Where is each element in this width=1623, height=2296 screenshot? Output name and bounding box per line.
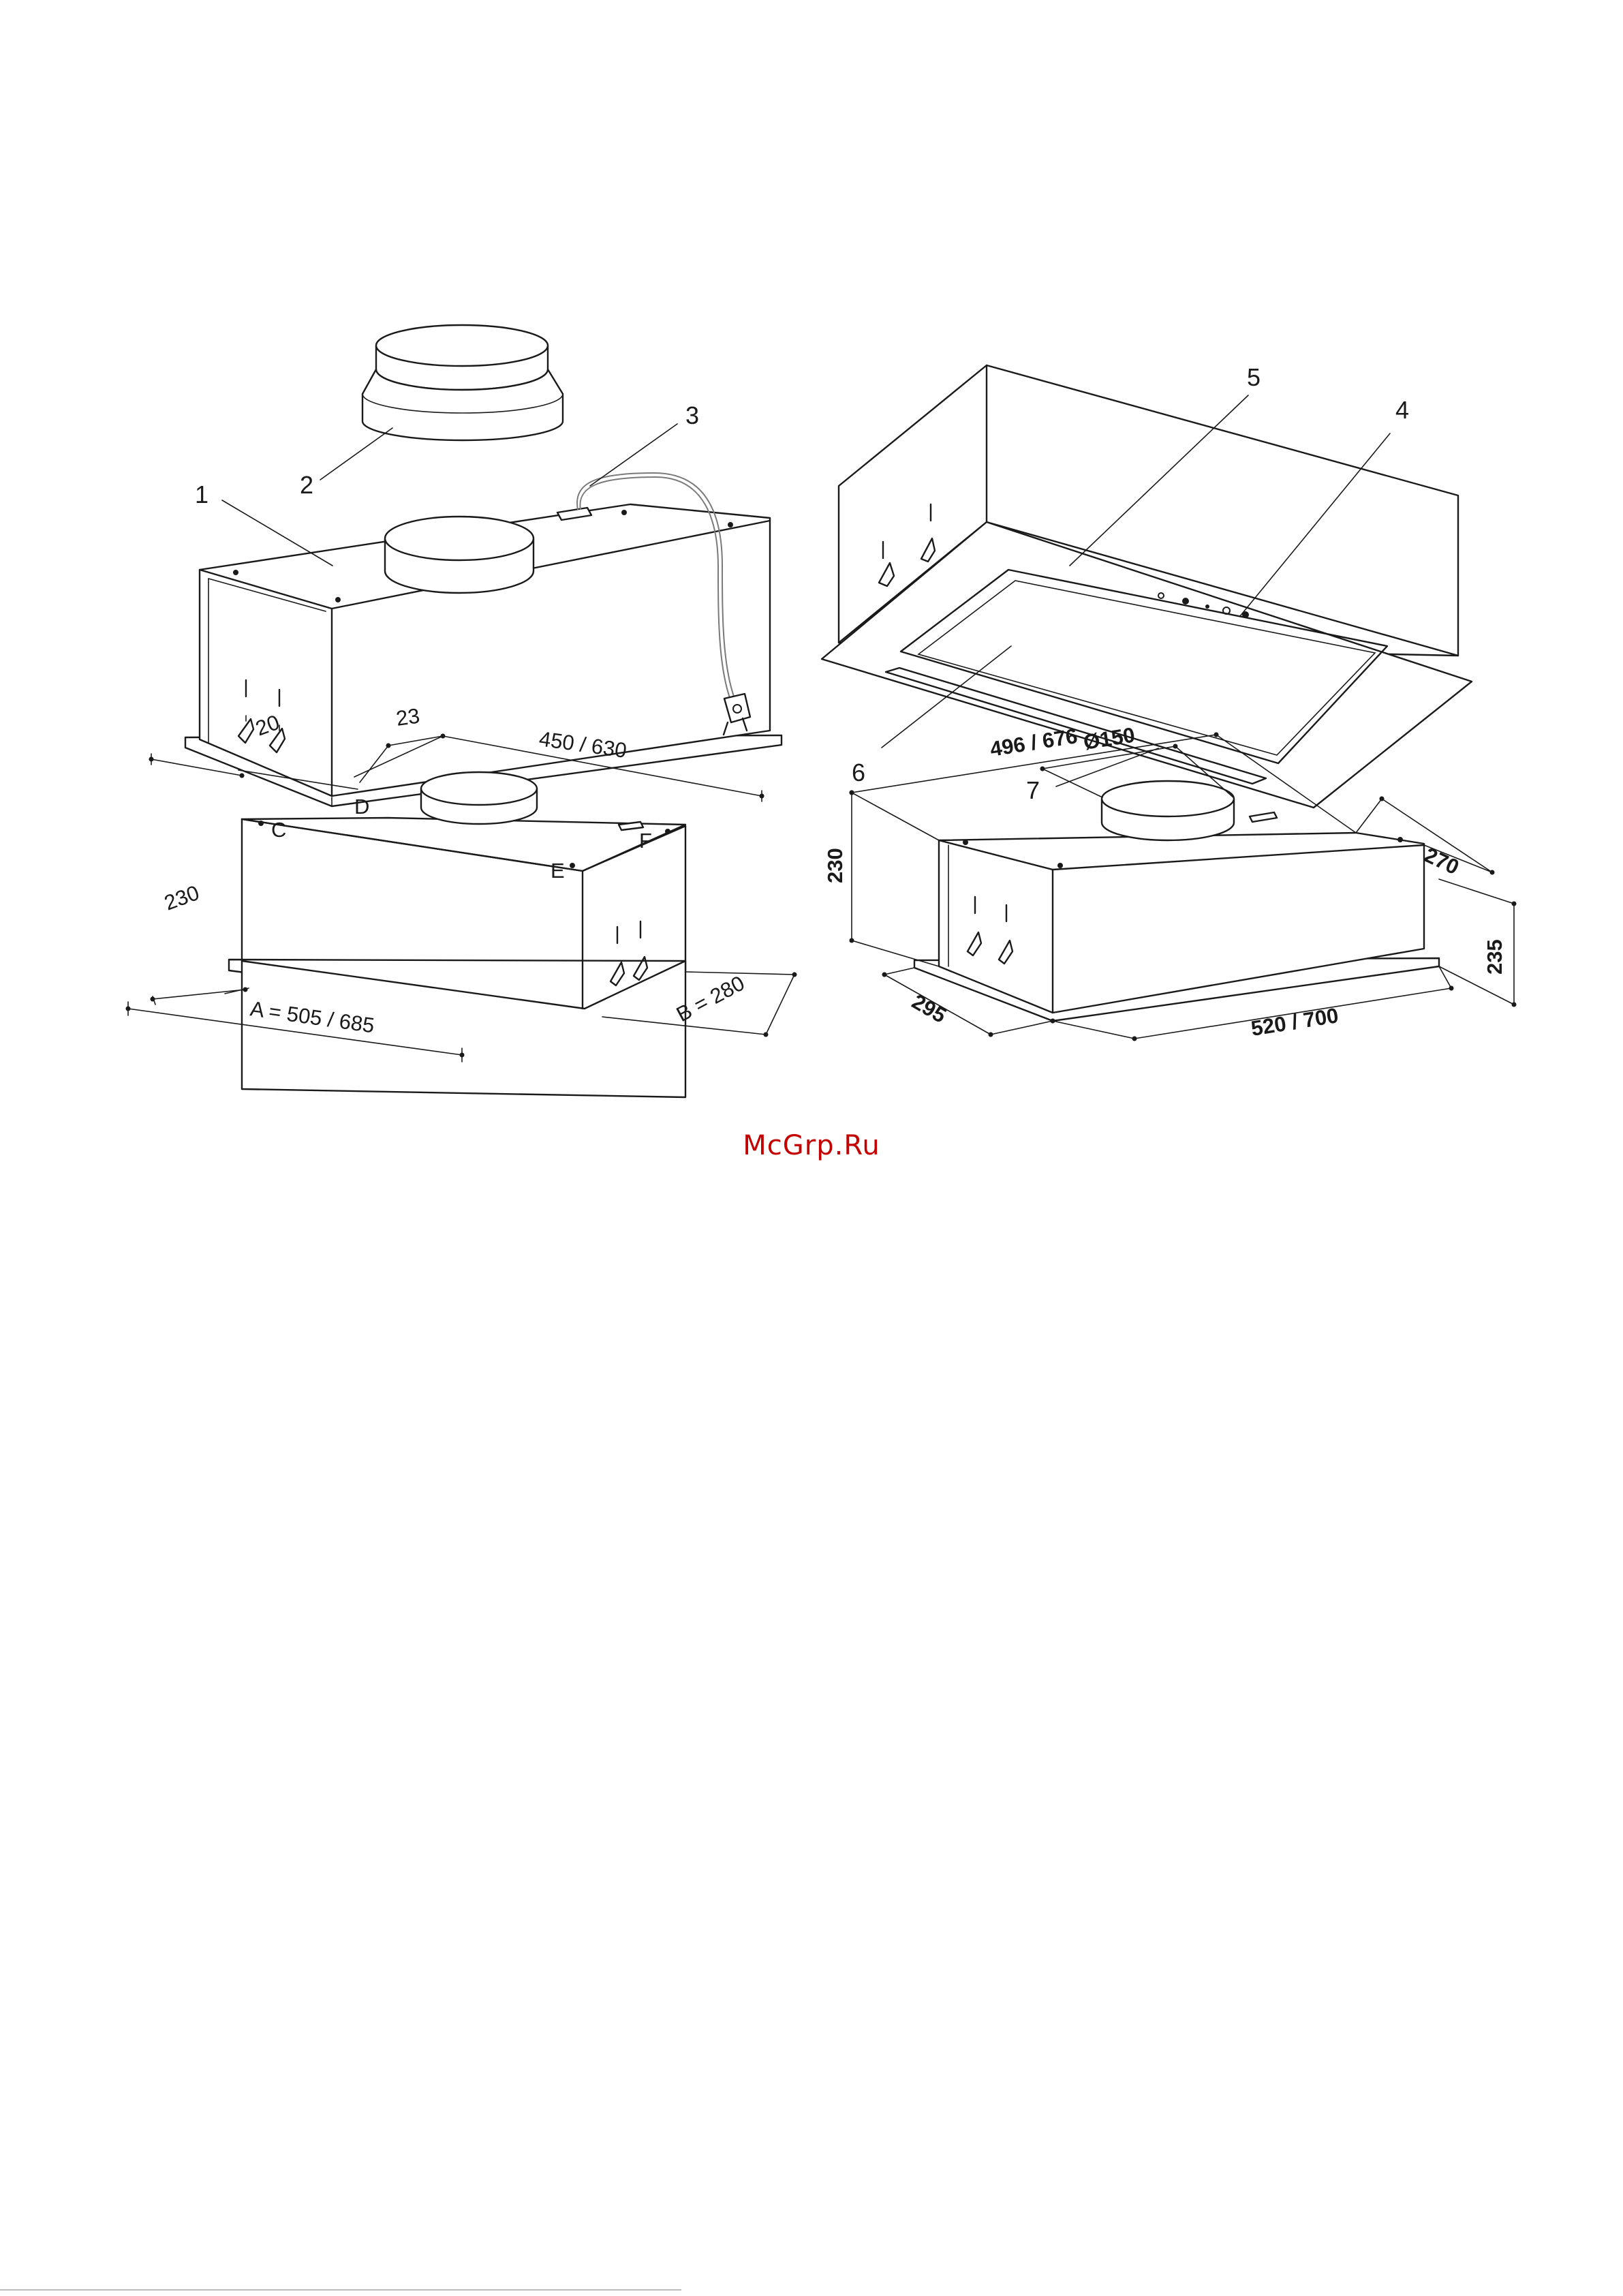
dim-23: 23 xyxy=(395,703,421,730)
label-part-6: 6 xyxy=(852,759,865,786)
dim-295: 295 xyxy=(908,990,950,1028)
point-d: D xyxy=(354,795,369,818)
dim-230: 230 xyxy=(161,881,202,915)
label-part-2: 2 xyxy=(300,471,313,499)
label-part-1: 1 xyxy=(195,480,208,508)
dim-230-height: 230 xyxy=(823,848,847,883)
dimensions-view: 496 / 676 Ø150 270 230 235 295 520 / 700 xyxy=(823,722,1514,1040)
hood-parts-view-right: 5 4 6 7 xyxy=(822,363,1472,808)
point-f: F xyxy=(639,829,652,853)
point-c: C xyxy=(271,818,286,842)
label-part-5: 5 xyxy=(1247,363,1261,391)
point-e: E xyxy=(551,859,565,883)
label-part-7: 7 xyxy=(1026,776,1040,804)
watermark: McGrp.Ru xyxy=(0,1130,1623,1161)
dim-496-676: 496 / 676 xyxy=(989,724,1079,761)
label-part-4: 4 xyxy=(1395,396,1409,424)
dim-520-700: 520 / 700 xyxy=(1250,1003,1340,1041)
dim-235: 235 xyxy=(1483,939,1506,975)
label-part-3: 3 xyxy=(685,401,699,429)
